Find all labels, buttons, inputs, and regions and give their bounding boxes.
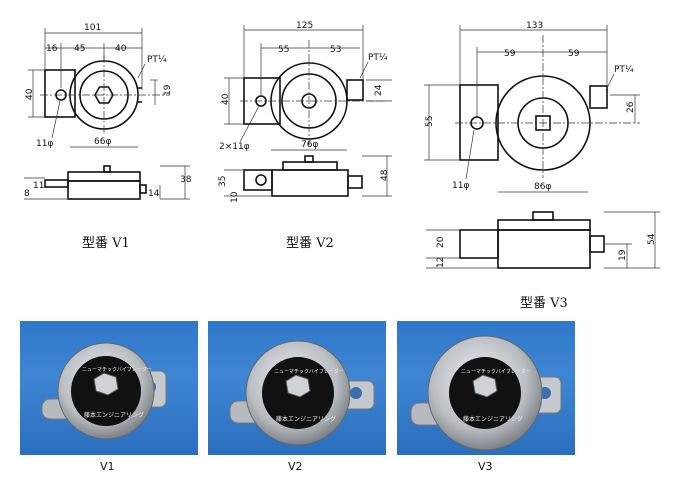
v3-dim-height: 55 (425, 116, 435, 127)
v1-dim-side-base-right: 14 (148, 189, 160, 199)
v3-dim-side-base: 12 (436, 257, 446, 268)
v1-dim-hole: 11φ (36, 139, 53, 149)
photo-v3-badge-line2: 藤本エンジニアリング (463, 415, 523, 423)
v1-dim-overall: 101 (84, 23, 101, 33)
v3-dim-port-height: 26 (626, 101, 636, 113)
photo-v3-label: V3 (478, 460, 493, 473)
v3-dim-body-dia: 86φ (534, 182, 551, 192)
v3-dim-port: PT¼ (614, 65, 634, 75)
v2-side-view: 76φ 35 10 48 (218, 140, 392, 203)
v1-caption: 型番 V1 (82, 236, 130, 251)
photo-v2-label: V2 (288, 460, 303, 473)
v1-dim-half-right: 40 (115, 44, 127, 54)
v2-caption: 型番 V2 (286, 236, 334, 251)
v3-dim-side-lug: 20 (436, 236, 446, 248)
v3-dim-hole: 11φ (452, 181, 469, 191)
v2-dim-side-base: 10 (230, 191, 240, 203)
v1-dim-side-total: 38 (180, 175, 192, 185)
photo-v1-badge-line2: 藤本エンジニアリング (84, 411, 144, 419)
photo-v3-badge-line1: ニューマチックバイブレーター (461, 368, 531, 375)
v2-dim-half-right: 53 (330, 45, 341, 55)
v1-dim-port-height: 19 (163, 84, 173, 96)
photo-v3: ニューマチックバイブレーター 藤本エンジニアリング (397, 321, 575, 455)
v2-dim-port: PT¼ (368, 53, 388, 63)
photo-v2-badge-line2: 藤本エンジニアリング (276, 415, 336, 423)
v1-dim-height: 40 (25, 88, 35, 100)
photo-v2-badge-line1: ニューマチックバイブレーター (274, 368, 344, 375)
v2-dim-port-height: 24 (374, 84, 384, 96)
v3-dim-side-total: 54 (647, 233, 657, 245)
v2-dim-half-left: 55 (278, 45, 289, 55)
photo-v2: ニューマチックバイブレーター 藤本エンジニアリング (208, 321, 386, 455)
v2-dim-side-lug: 35 (218, 176, 228, 187)
photo-v2-render: ニューマチックバイブレーター 藤本エンジニアリング (229, 340, 375, 446)
photo-v1: ニューマチックバイブレーター 藤本エンジニアリング (20, 321, 198, 455)
v2-dim-overall: 125 (296, 21, 313, 31)
v1-dim-side-base: 8 (24, 189, 30, 199)
v3-dim-overall: 133 (526, 21, 543, 31)
v1-dim-left: 16 (46, 44, 58, 54)
v1-dim-body-dia: 66φ (94, 137, 111, 147)
v3-top-view: 133 59 59 PT¼ 55 26 11φ (424, 21, 640, 191)
v3-caption: 型番 V3 (520, 296, 568, 311)
v3-side-view: 86φ 20 12 19 54 (426, 182, 660, 269)
v3-dim-half-right: 59 (568, 49, 580, 59)
v1-dim-side-lug: 11 (33, 181, 44, 191)
photo-v1-badge-line1: ニューマチックバイブレーター (82, 366, 152, 373)
photo-v3-render: ニューマチックバイブレーター 藤本エンジニアリング (410, 335, 562, 451)
v3-dim-side-port: 19 (618, 249, 628, 261)
v1-dim-port: PT¼ (147, 55, 167, 65)
v2-top-view: 125 55 53 PT¼ 40 24 2×11φ (219, 21, 392, 152)
v2-dim-body-dia: 76φ (301, 140, 318, 150)
photo-v1-label: V1 (100, 460, 115, 473)
v2-dim-holes: 2×11φ (219, 142, 250, 152)
v1-dim-half-left: 45 (74, 44, 85, 54)
v1-top-view: 101 16 45 40 PT¼ 40 19 11φ (25, 23, 173, 149)
photo-v1-render: ニューマチックバイブレーター 藤本エンジニアリング (41, 342, 167, 440)
v3-dim-half-left: 59 (504, 49, 516, 59)
v2-dim-height: 40 (221, 93, 231, 105)
v1-side-view: 66φ 8 11 38 14 (24, 137, 192, 200)
v2-dim-side-total: 48 (380, 169, 390, 181)
